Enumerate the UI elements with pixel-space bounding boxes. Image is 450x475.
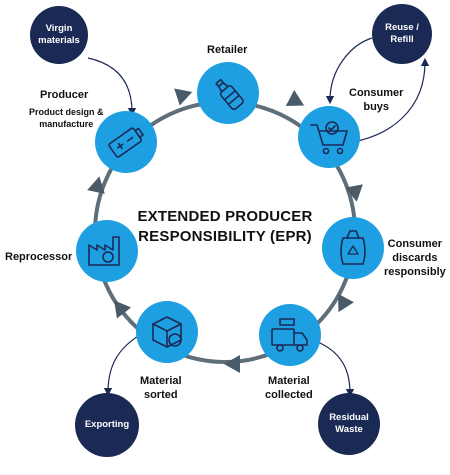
battery-icon: [108, 127, 144, 158]
shopping-cart-icon: [310, 121, 348, 155]
stage-reprocessor: [76, 220, 138, 282]
label-consumer-buys: Consumer buys: [349, 87, 404, 113]
node-virgin-materials-label: Virgin materials: [38, 23, 80, 46]
label-material-collected: Material collected: [265, 375, 313, 401]
title-line-1: EXTENDED PRODUCER: [137, 208, 313, 225]
label-retailer: Retailer: [207, 44, 248, 56]
label-producer-sub: Product design & manufacture: [29, 107, 104, 129]
stage-retailer: [197, 62, 259, 124]
node-exporting: Exporting: [75, 393, 139, 457]
node-residual-waste: Residual Waste: [318, 393, 380, 455]
collection-truck-icon: [271, 318, 308, 352]
ring-arrow: [338, 293, 354, 313]
node-reuse-refill: Reuse / Refill: [372, 4, 432, 64]
factory-icon: [88, 236, 120, 266]
ring-arrows: [87, 88, 363, 373]
ring-arrow: [114, 300, 132, 319]
stage-producer: [95, 111, 157, 173]
connector-cart-to-reuse: [352, 57, 430, 143]
recycling-box-icon: [152, 316, 182, 348]
connector-collected-to-residual: [319, 342, 355, 398]
label-producer: Producer: [40, 89, 89, 101]
stage-consumer-discards: [322, 217, 384, 279]
stage-consumer-buys: [298, 106, 360, 168]
node-virgin-materials: Virgin materials: [30, 6, 88, 64]
stage-material-collected: [259, 304, 321, 366]
bottle-icon: [215, 78, 244, 111]
node-exporting-label: Exporting: [84, 419, 130, 430]
connector-sorted-to-exporting: [103, 334, 141, 397]
label-consumer-discards: Consumer discards responsibly: [384, 238, 446, 278]
connector-reuse-to-cart: [325, 37, 373, 105]
ring-arrow: [345, 184, 363, 202]
diagram-title: EXTENDED PRODUCER RESPONSIBILITY (EPR): [120, 207, 330, 247]
label-reprocessor: Reprocessor: [5, 251, 73, 263]
recycling-bag-icon: [340, 230, 366, 265]
node-residual-waste-label: Residual Waste: [329, 412, 369, 435]
ring-arrow: [174, 88, 193, 106]
connector-virgin-to-producer: [87, 57, 137, 117]
ring-arrow: [87, 176, 105, 194]
ring-arrow: [285, 90, 305, 106]
label-material-sorted: Material sorted: [140, 375, 182, 401]
ring-arrow: [224, 355, 240, 373]
title-line-2: RESPONSIBILITY (EPR): [138, 228, 312, 245]
node-reuse-refill-label: Reuse / Refill: [385, 22, 419, 45]
